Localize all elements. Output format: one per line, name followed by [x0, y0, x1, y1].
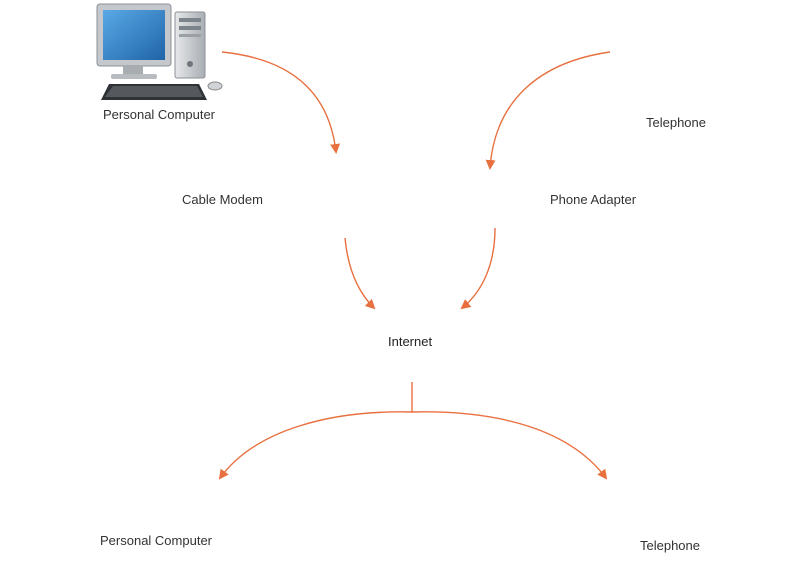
- label-personal-computer-bottom: Personal Computer: [100, 533, 212, 548]
- edge-internet-to-pc-bottom: [218, 382, 413, 480]
- edge-internet-to-phone-bottom: [411, 411, 608, 480]
- edge-modem-to-internet: [344, 237, 376, 310]
- label-telephone-bottom: Telephone: [640, 538, 700, 553]
- label-phone-adapter: Phone Adapter: [550, 192, 637, 207]
- edges: [218, 51, 611, 480]
- label-personal-computer-top: Personal Computer: [103, 107, 215, 122]
- label-telephone-top: Telephone: [646, 115, 706, 130]
- label-cable-modem: Cable Modem: [182, 192, 263, 207]
- edge-adapter-to-internet: [460, 227, 496, 310]
- edge-phone-top-to-adapter: [485, 51, 611, 170]
- label-internet: Internet: [388, 334, 433, 349]
- edge-pc-top-to-modem: [221, 51, 341, 154]
- desktop-computer-icon: [96, 3, 223, 100]
